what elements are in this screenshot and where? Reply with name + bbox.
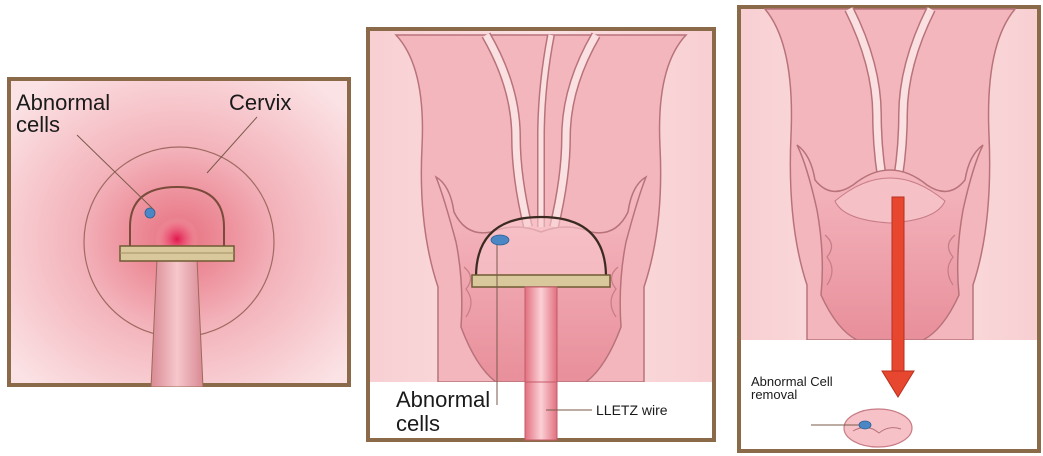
cervix-label: Cervix bbox=[229, 90, 291, 115]
abnormal-cell-spot bbox=[145, 208, 155, 218]
lletz-wire-label: LLETZ wire bbox=[596, 402, 668, 418]
abnormal-cell-spot bbox=[859, 421, 871, 429]
cell-removal-panel: Abnormal Cell removal bbox=[737, 5, 1041, 453]
abnormal-cell-spot bbox=[491, 235, 509, 245]
removal-label-line2: removal bbox=[751, 387, 797, 402]
cervix-view-illustration: Abnormal cells Cervix bbox=[7, 77, 351, 387]
wire-handle-lower bbox=[525, 382, 557, 440]
abnormal-cells-label-line2: cells bbox=[396, 411, 440, 436]
cervix-view-panel: Abnormal cells Cervix bbox=[7, 77, 351, 387]
abnormal-cells-label-line1: Abnormal bbox=[396, 387, 490, 412]
removed-tissue bbox=[844, 409, 912, 447]
cell-removal-illustration: Abnormal Cell removal bbox=[737, 5, 1041, 453]
abnormal-cells-label-line2: cells bbox=[16, 112, 60, 137]
removal-arrow-shaft bbox=[892, 197, 904, 372]
loop-crossbar bbox=[472, 275, 610, 287]
lletz-procedure-panel: Abnormal cells LLETZ wire bbox=[366, 27, 716, 442]
loop-handle bbox=[151, 259, 203, 387]
lletz-procedure-illustration: Abnormal cells LLETZ wire bbox=[366, 27, 716, 442]
